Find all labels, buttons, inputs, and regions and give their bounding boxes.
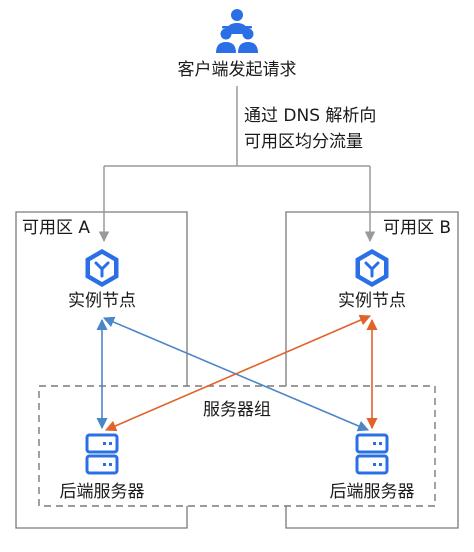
server-2-label: 后端服务器 (329, 482, 415, 502)
zone-b-node-label: 实例节点 (338, 291, 406, 311)
server-1-label: 后端服务器 (59, 482, 145, 502)
client-flow-line (104, 86, 370, 167)
server-icon (85, 433, 119, 475)
server-icon (355, 433, 389, 475)
instance-node-icon (355, 249, 389, 287)
instance-node-icon (85, 249, 119, 287)
zone-a-node-label: 实例节点 (68, 291, 136, 311)
dns-note-line-2: 可用区均分流量 (244, 132, 363, 152)
users-group-icon (216, 9, 258, 53)
link-node-b-to-server-1 (104, 314, 372, 432)
client-label: 客户端发起请求 (177, 60, 297, 80)
dns-note-line-1: 通过 DNS 解析向 (244, 106, 377, 126)
zone-b-frame (285, 211, 459, 529)
zone-b-label: 可用区 B (383, 218, 452, 238)
zone-a-label: 可用区 A (22, 218, 91, 238)
server-group-label: 服务器组 (203, 400, 271, 420)
zone-a-frame (15, 211, 188, 529)
